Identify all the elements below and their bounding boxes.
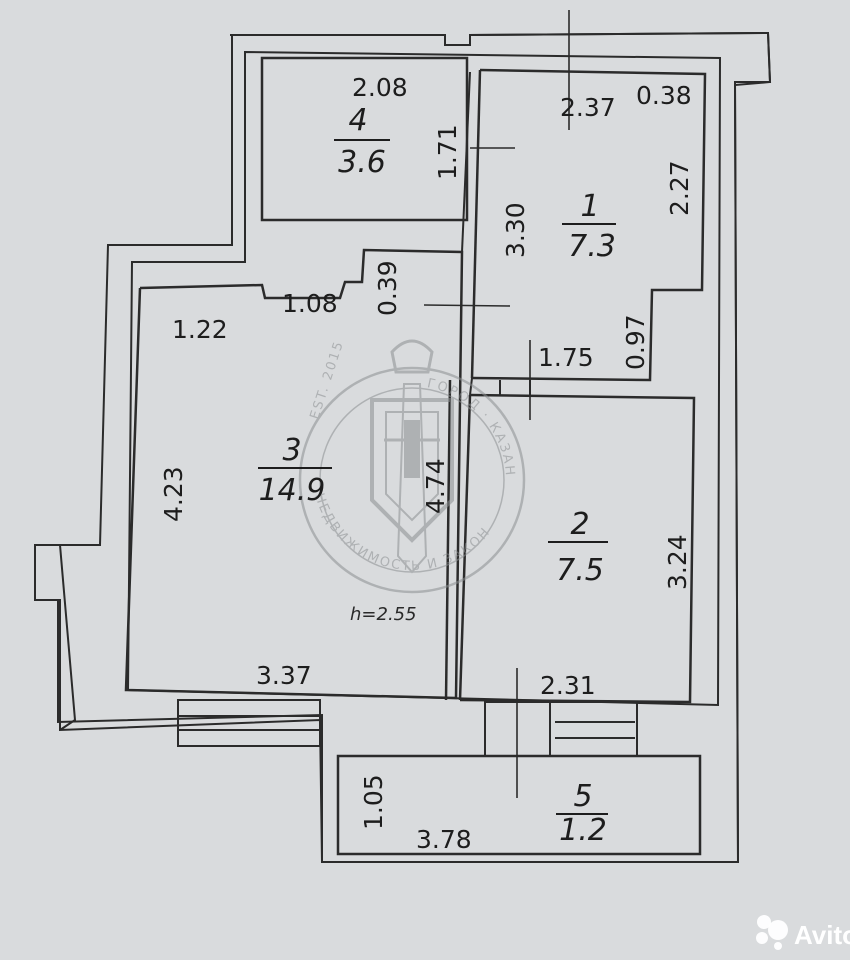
ceiling-height: h=2.55 — [350, 604, 417, 625]
dim-r1-top: 2.37 — [560, 93, 616, 122]
room-5-outline — [336, 754, 702, 856]
room-3-number: 3 — [282, 433, 301, 468]
avito-brand-text: Avito — [794, 920, 850, 950]
dimension-labels: 2.08 1.71 2.37 0.38 2.27 3.30 0.97 1.75 … — [159, 73, 694, 854]
dim-r3-notch: 0.39 — [373, 260, 402, 316]
dim-r5-height: 1.05 — [359, 774, 388, 830]
room-2-number: 2 — [570, 507, 589, 542]
room-3-area: 14.9 — [259, 473, 326, 508]
dim-r4-height: 1.71 — [433, 124, 462, 180]
avito-badge: Avito — [756, 915, 850, 950]
room-5-number: 5 — [573, 779, 592, 814]
dim-r1-bottom: 1.75 — [538, 343, 594, 372]
dim-r2-bottom: 2.31 — [540, 671, 596, 700]
dim-r3-bottom: 3.37 — [256, 661, 312, 690]
dim-r4-width: 2.08 — [352, 73, 408, 102]
room-2-area: 7.5 — [556, 553, 604, 588]
dim-r2-right: 3.24 — [663, 534, 692, 590]
room-4-number: 4 — [348, 103, 367, 138]
dim-r3-left: 4.23 — [159, 466, 188, 522]
dim-r1-notch: 0.97 — [621, 314, 650, 370]
room-1-number: 1 — [580, 189, 599, 224]
dim-r5-width: 3.78 — [416, 825, 472, 854]
avito-logo-icon — [756, 915, 788, 950]
room-4-area: 3.6 — [338, 145, 386, 180]
room-1-outline — [470, 68, 707, 382]
dim-r1-left: 3.30 — [501, 202, 530, 258]
dim-r1-right: 2.27 — [665, 160, 694, 216]
dim-r3-right: 4.74 — [421, 458, 450, 514]
window-room-3 — [177, 699, 321, 747]
section-lines — [423, 10, 570, 798]
room-labels: 4 3.6 1 7.3 3 14.9 2 7.5 5 1.2 h=2.55 — [258, 103, 616, 848]
room-5-area: 1.2 — [559, 813, 607, 848]
room-3-outline — [124, 248, 464, 701]
room-1-area: 7.3 — [568, 229, 616, 264]
dim-r3-top-mid: 1.08 — [282, 289, 338, 318]
dim-r1-top-right: 0.38 — [636, 81, 692, 110]
dim-r3-top-left: 1.22 — [172, 315, 228, 344]
